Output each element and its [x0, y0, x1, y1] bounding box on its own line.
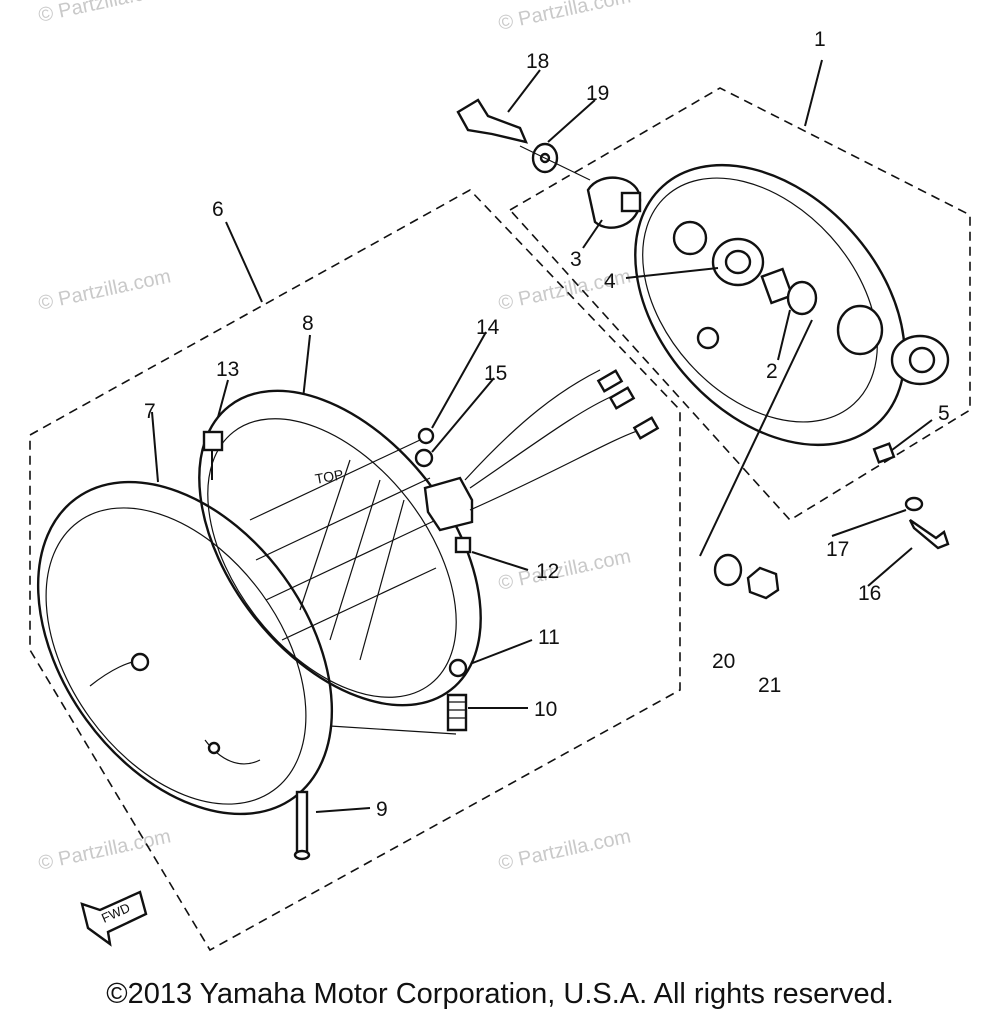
callout-3: 3	[570, 248, 582, 271]
washer-20	[713, 553, 743, 587]
callout-6: 6	[212, 198, 224, 221]
callout-14: 14	[476, 316, 500, 339]
callout-8: 8	[302, 312, 314, 335]
lens-grid	[249, 439, 437, 661]
washer-17	[904, 496, 924, 512]
callout-15: 15	[484, 362, 507, 385]
watermark: © Partzilla.com	[496, 825, 632, 875]
screw-16	[908, 519, 950, 550]
upper-fasteners	[456, 98, 950, 600]
fwd-arrow: FWD	[80, 890, 148, 947]
assembly-6-boundary	[29, 189, 681, 952]
callout-12: 12	[536, 560, 559, 583]
watermark: © Partzilla.com	[496, 545, 632, 595]
callout-13: 13	[216, 358, 239, 381]
callout-18: 18	[526, 50, 549, 73]
watermark: © Partzilla.com	[36, 825, 172, 875]
bolt-18	[456, 98, 529, 144]
callout-2: 2	[766, 360, 778, 383]
callout-20: 20	[712, 650, 735, 673]
callout-10: 10	[534, 698, 557, 721]
sealed-beam-unit: TOP	[198, 369, 660, 732]
callout-19: 19	[586, 82, 609, 105]
top-mark: TOP	[314, 466, 345, 487]
screw-9	[295, 790, 309, 856]
connector-plug	[423, 476, 474, 532]
watermark: © Partzilla.com	[36, 265, 172, 315]
callout-21: 21	[758, 674, 781, 697]
socket-2	[760, 267, 794, 305]
callout-1: 1	[814, 28, 826, 51]
leader-lines	[151, 59, 933, 813]
callout-11: 11	[538, 626, 560, 649]
callout-9: 9	[376, 798, 388, 821]
callout-7: 7	[144, 400, 156, 423]
callout-5: 5	[938, 402, 950, 425]
callout-labels: 1 2 3 4 5 6 7 8 9 10 11 12 13 14 15 16 1…	[144, 28, 950, 821]
spring-10	[446, 693, 468, 732]
callout-4: 4	[604, 270, 616, 293]
headlight-rim	[36, 480, 334, 861]
washer-14	[417, 427, 435, 445]
assembly-1-boundary	[508, 87, 971, 522]
headlight-parts-diagram: © Partzilla.com © Partzilla.com © Partzi…	[29, 0, 971, 952]
headlight-housing	[634, 163, 950, 447]
screw-13	[202, 430, 224, 452]
washer-15	[414, 448, 434, 468]
nut-21	[746, 566, 780, 600]
watermark: © Partzilla.com	[36, 0, 172, 27]
assembly-boundaries	[29, 87, 971, 952]
watermark: © Partzilla.com	[496, 0, 632, 35]
copyright-notice: ©2013 Yamaha Motor Corporation, U.S.A. A…	[106, 978, 894, 1010]
nut-5	[872, 442, 896, 464]
callout-16: 16	[858, 582, 881, 605]
nut-11	[448, 658, 468, 678]
callout-17: 17	[826, 538, 849, 561]
